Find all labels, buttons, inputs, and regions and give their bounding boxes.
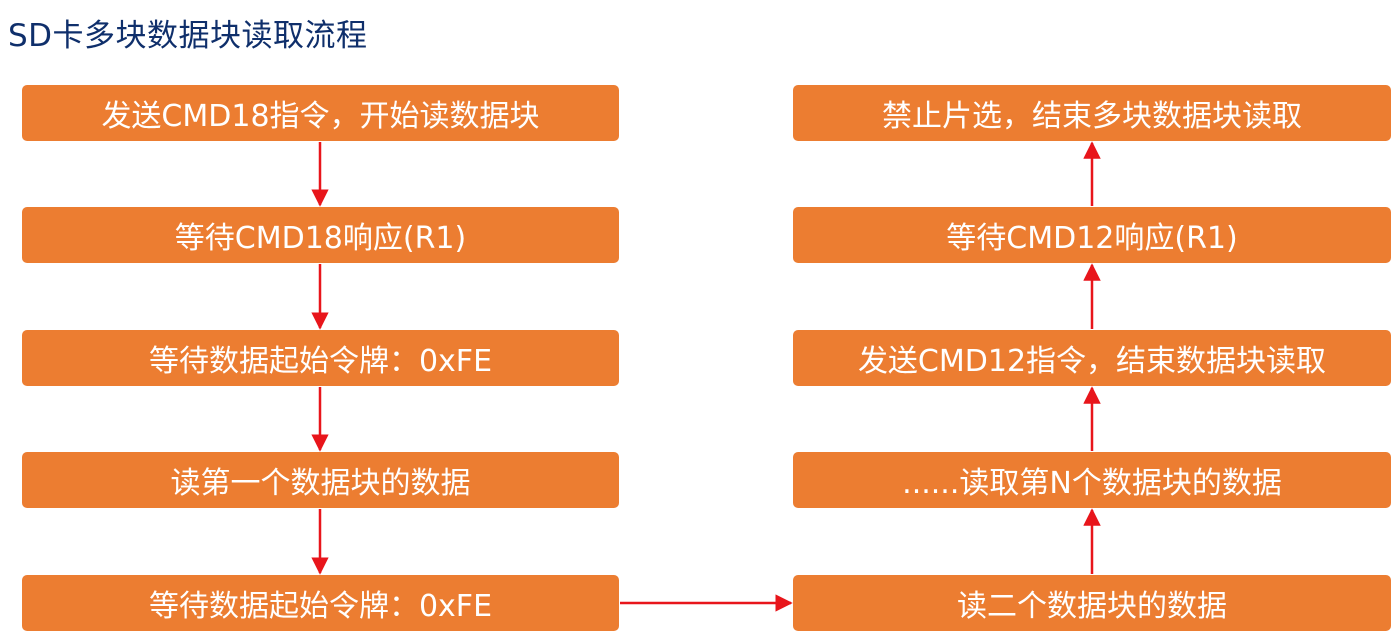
step-read-nth-block: ......读取第N个数据块的数据 (793, 452, 1391, 508)
step-wait-cmd18-response: 等待CMD18响应(R1) (22, 207, 619, 263)
step-deselect-end-read: 禁止片选，结束多块数据块读取 (793, 85, 1391, 141)
diagram-title: SD卡多块数据块读取流程 (8, 18, 368, 54)
step-read-first-block: 读第一个数据块的数据 (22, 452, 619, 508)
step-send-cmd12: 发送CMD12指令，结束数据块读取 (793, 330, 1391, 386)
step-send-cmd18: 发送CMD18指令，开始读数据块 (22, 85, 619, 141)
step-read-second-block: 读二个数据块的数据 (793, 575, 1391, 631)
step-wait-start-token-1: 等待数据起始令牌：0xFE (22, 330, 619, 386)
step-wait-cmd12-response: 等待CMD12响应(R1) (793, 207, 1391, 263)
step-wait-start-token-2: 等待数据起始令牌：0xFE (22, 575, 619, 631)
